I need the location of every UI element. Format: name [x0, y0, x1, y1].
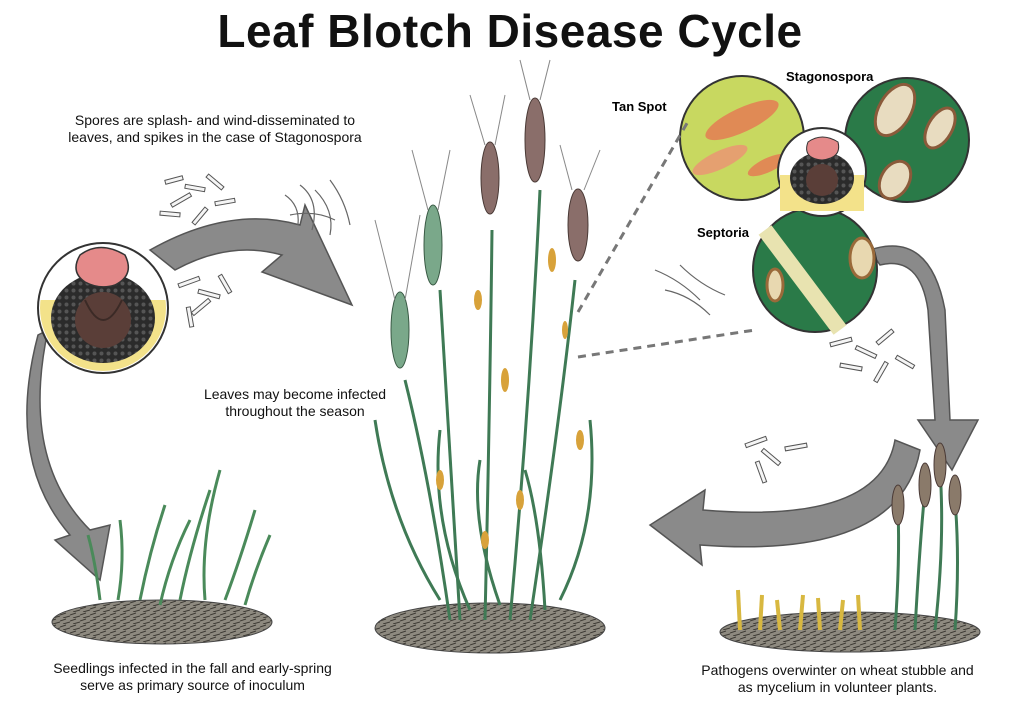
- pycnidium-magnifier-left: [37, 242, 169, 374]
- spore-cluster: [744, 328, 916, 484]
- cycle-arrow-top: [148, 202, 354, 307]
- seedlings-stubble: [51, 469, 273, 645]
- pycnidium-magnifier-center: [777, 127, 867, 217]
- spore-cluster: [159, 173, 236, 328]
- label-stagonospora: Stagonospora: [786, 69, 874, 84]
- volunteer-plants-stubble: [719, 442, 981, 653]
- label-tan-spot: Tan Spot: [612, 99, 667, 114]
- caption-spore-dispersal: Spores are splash- and wind-disseminated…: [68, 112, 362, 145]
- cycle-arrow-bottom: [648, 438, 921, 567]
- cycle-arrow-left: [26, 328, 111, 582]
- label-septoria: Septoria: [697, 225, 750, 240]
- cycle-arrow-right: [868, 245, 980, 472]
- caption-seedlings: Seedlings infected in the fall and early…: [53, 660, 332, 693]
- caption-leaf-infection: Leaves may become infected throughout th…: [203, 386, 387, 419]
- connector-lines: [576, 117, 756, 359]
- tan-spot-magnifier: [679, 75, 805, 201]
- stagonospora-magnifier: [844, 77, 970, 203]
- caption-overwinter: Pathogens overwinter on wheat stubble an…: [701, 662, 974, 695]
- septoria-magnifier: [752, 207, 878, 335]
- page-title: Leaf Blotch Disease Cycle: [217, 5, 803, 57]
- spore-cluster: [284, 179, 726, 316]
- wheat-plant-central: [373, 59, 606, 654]
